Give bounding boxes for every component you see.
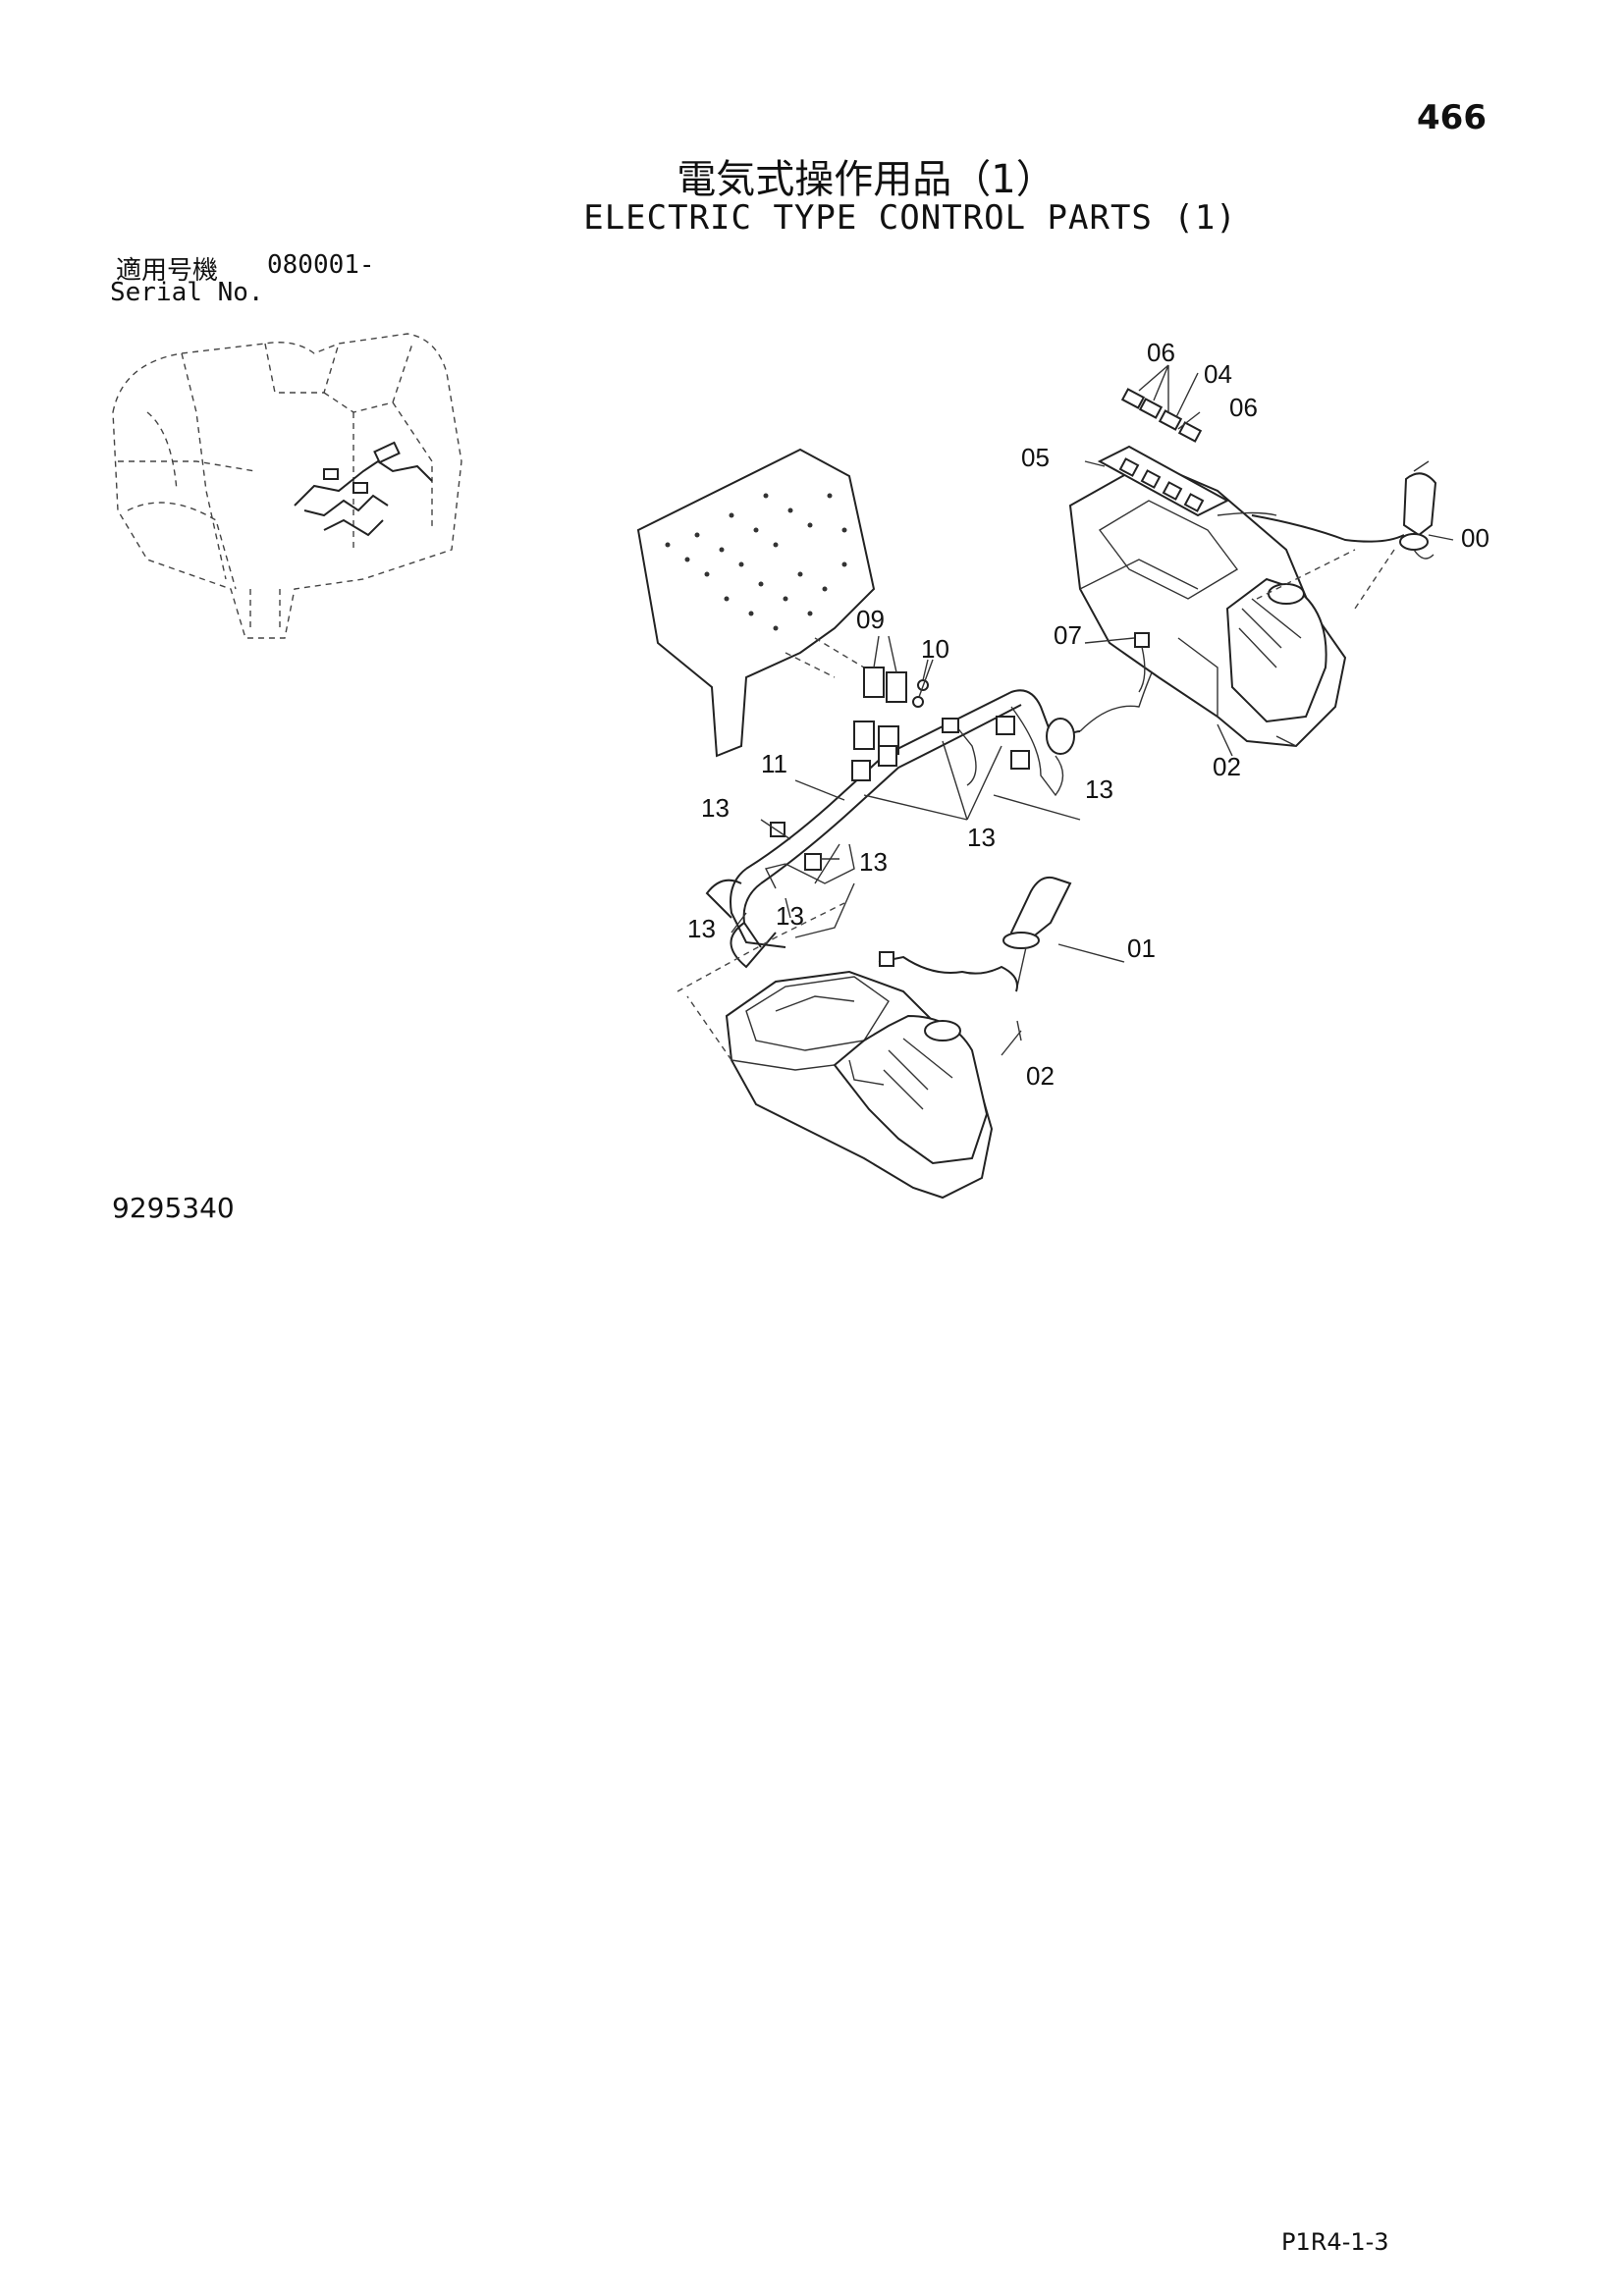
callout-13-center: 13 xyxy=(967,823,996,852)
callout-13-right: 13 xyxy=(1085,774,1113,804)
serial-label-japanese: 適用号機 xyxy=(116,256,219,286)
relay-group xyxy=(853,635,934,755)
callout-01: 01 xyxy=(1127,934,1156,963)
callout-05: 05 xyxy=(1021,443,1050,472)
callout-11: 11 xyxy=(761,749,787,778)
callout-13-left-upper: 13 xyxy=(701,793,730,823)
callout-10: 10 xyxy=(921,634,949,664)
callout-13-left-mid: 13 xyxy=(859,847,888,877)
callout-06-top: 06 xyxy=(1147,338,1175,367)
callout-06-right: 06 xyxy=(1229,393,1258,422)
mounting-plate xyxy=(636,448,876,758)
callout-09: 09 xyxy=(856,605,885,634)
callout-07: 07 xyxy=(1054,620,1082,650)
right-joystick xyxy=(1251,460,1437,610)
left-console xyxy=(677,902,994,1200)
left-joystick xyxy=(878,876,1072,1041)
page-title-english: ELECTRIC TYPE CONTROL PARTS (1) xyxy=(583,198,1237,238)
cab-locator-thumbnail xyxy=(112,333,462,639)
wire-harness xyxy=(705,627,1166,969)
callout-02-upper: 02 xyxy=(1213,752,1241,781)
page-code: P1R4-1-3 xyxy=(1281,2228,1389,2256)
page-title-japanese: 電気式操作用品（1） xyxy=(677,157,1056,202)
drawing-number: 9295340 xyxy=(112,1192,235,1224)
serial-label-english: Serial No. xyxy=(110,278,264,307)
callout-00: 00 xyxy=(1461,523,1489,553)
callout-13-left-lower: 13 xyxy=(687,914,716,943)
leader-lines xyxy=(731,460,1454,1056)
callout-labels: 06 04 06 05 00 09 10 07 02 13 11 13 13 1… xyxy=(687,338,1489,1091)
switch-panel xyxy=(1097,364,1277,517)
callout-04: 04 xyxy=(1204,359,1232,389)
callout-13-bottom: 13 xyxy=(776,901,804,931)
callout-02-lower: 02 xyxy=(1026,1061,1055,1091)
page-number: 466 xyxy=(1417,98,1487,137)
connector-07 xyxy=(1134,632,1150,693)
right-console xyxy=(1068,459,1356,748)
serial-number-range: 080001- xyxy=(267,250,375,280)
